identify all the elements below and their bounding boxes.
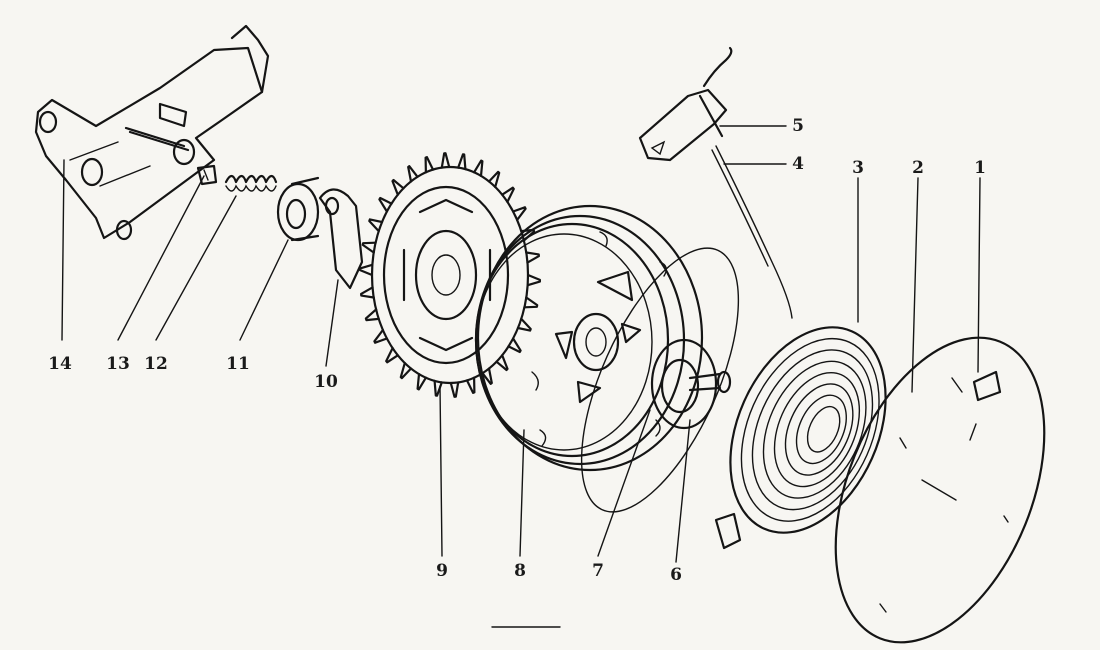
- label-part-1: 1: [974, 158, 986, 178]
- part-14-bracket: [34, 24, 270, 241]
- part-5-handle: [638, 46, 733, 162]
- label-part-8: 8: [514, 561, 526, 581]
- part-2-cover: [834, 336, 1046, 644]
- spring-coil-turn: [806, 405, 841, 453]
- label-part-11: 11: [226, 354, 250, 374]
- part-13-clip: [196, 164, 218, 186]
- part-11-bushing: [276, 176, 320, 242]
- part-3-recoil-spring: [714, 326, 887, 550]
- spring-coil-turn: [740, 337, 880, 522]
- spring-coil-turn: [795, 394, 847, 465]
- part-7-spring-wire: [580, 247, 740, 513]
- label-part-4: 4: [792, 154, 804, 174]
- label-part-9: 9: [436, 561, 448, 581]
- label-part-3: 3: [852, 158, 864, 178]
- spring-coil-turn: [751, 349, 874, 511]
- label-part-13: 13: [106, 354, 130, 374]
- part-4-rope: [711, 145, 793, 319]
- spring-coil-turn: [784, 383, 854, 476]
- part-1-screw: [951, 370, 1002, 402]
- part-12-spring: [224, 174, 278, 192]
- leader-lines: [61, 125, 981, 563]
- label-part-2: 2: [912, 158, 924, 178]
- label-part-6: 6: [670, 565, 682, 585]
- label-part-7: 7: [592, 561, 604, 581]
- part-8-pulley: [474, 204, 704, 472]
- label-part-10: 10: [314, 372, 338, 392]
- label-part-5: 5: [792, 116, 804, 136]
- part-10-pawl: [318, 188, 364, 290]
- part-9-gear: [359, 152, 541, 398]
- part-6-hub: [650, 338, 732, 430]
- spring-end-tab: [714, 512, 742, 550]
- spring-coil-turn: [773, 371, 861, 488]
- label-part-12: 12: [144, 354, 168, 374]
- gear-teeth-outline: [359, 152, 541, 398]
- label-part-14: 14: [48, 354, 72, 374]
